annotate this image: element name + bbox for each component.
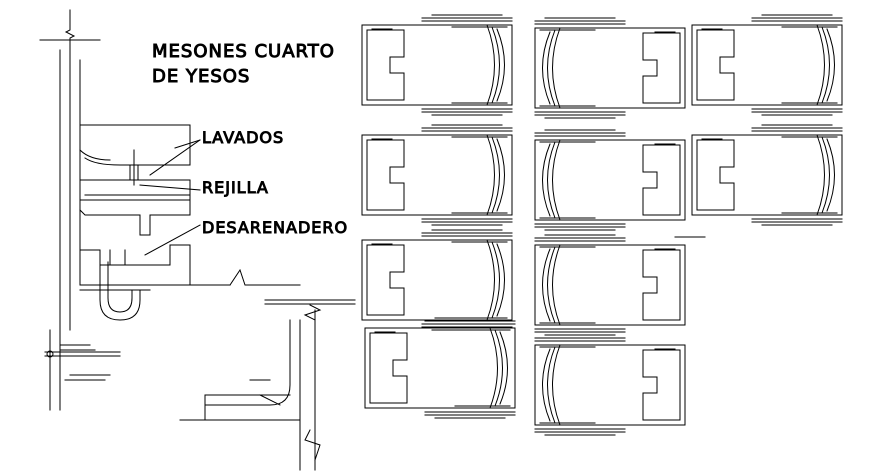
wheelchair-5 (534, 17, 686, 119)
wheelchair-7 (534, 234, 686, 336)
wheelchair-10 (691, 124, 843, 226)
wheelchair-1 (361, 14, 513, 116)
wheelchair-4 (364, 317, 516, 419)
wheelchair-9 (691, 14, 843, 116)
label-lavados: LAVADOS (202, 128, 284, 147)
wheelchair-3 (361, 229, 513, 331)
sink-section-drawing (39, 9, 301, 411)
corner-detail-drawing (179, 299, 356, 471)
small-detail-drawing (44, 329, 121, 411)
title-line-1: MESONES CUARTO (152, 41, 335, 62)
wheelchair-8 (534, 334, 686, 436)
label-desarenadero: DESARENADERO (202, 218, 348, 237)
label-rejilla: REJILLA (202, 178, 269, 197)
title-line-2: DE YESOS (152, 66, 250, 87)
wheelchair-2 (361, 124, 513, 226)
wheelchair-6 (534, 129, 686, 231)
